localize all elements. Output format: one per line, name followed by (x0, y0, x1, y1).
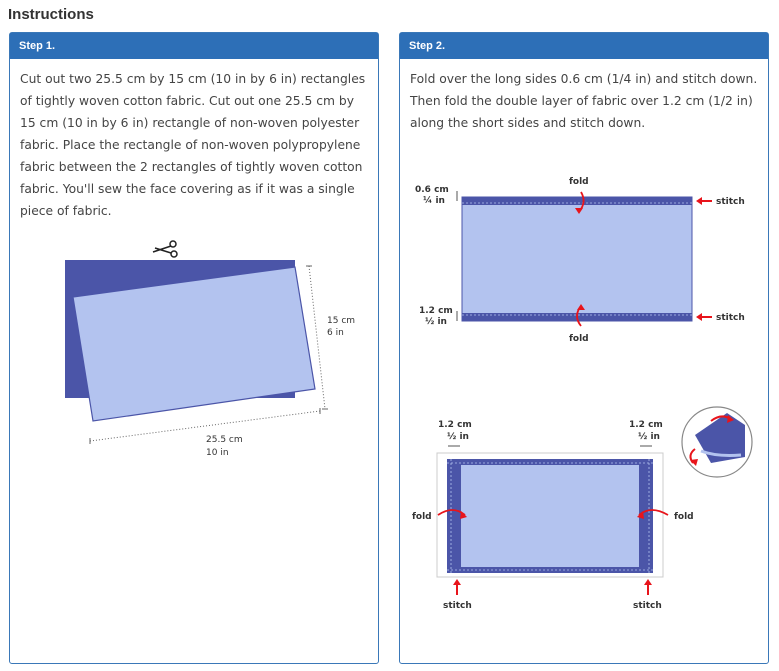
width-in-label: 10 in (206, 448, 229, 458)
fold-left-label: fold (412, 512, 432, 522)
right-dim-in-label: ½ in (638, 431, 660, 442)
step-2-top-figure: fold 0.6 cm ¼ in fold 1.2 cm ½ in stitch… (415, 177, 745, 344)
stitch-left-label: stitch (443, 601, 472, 611)
page-title: Instructions (8, 6, 94, 23)
fold-detail-icon (681, 406, 753, 478)
stitch-right-label: stitch (633, 601, 662, 611)
step-1-text: Cut out two 25.5 cm by 15 cm (10 in by 6… (20, 72, 366, 218)
fold-bottom-label: fold (569, 334, 589, 344)
top-hem (462, 197, 692, 205)
bottom-dim-cm-label: 1.2 cm (419, 306, 453, 316)
fold-top-label: fold (569, 177, 589, 187)
fabric-center (461, 465, 639, 567)
step-2-title: Step 2. (400, 33, 768, 59)
step-2-text: Fold over the long sides 0.6 cm (1/4 in)… (410, 72, 758, 130)
left-dim-cm-label: 1.2 cm (438, 420, 472, 430)
stitch-bottom-label: stitch (716, 313, 745, 323)
right-dim-cm-label: 1.2 cm (629, 420, 663, 430)
bottom-dim-in-label: ½ in (425, 316, 447, 327)
scissors-icon (152, 240, 178, 258)
width-cm-label: 25.5 cm (206, 435, 243, 445)
height-cm-label: 15 cm (327, 316, 355, 326)
height-in-label: 6 in (327, 328, 344, 338)
fabric-body (461, 196, 693, 322)
step-1-title: Step 1. (10, 33, 378, 59)
top-dim-cm-label: 0.6 cm (415, 185, 449, 195)
top-dim-in-label: ¼ in (423, 195, 445, 206)
front-fabric (72, 266, 316, 422)
left-dim-in-label: ½ in (447, 431, 469, 442)
stitch-top-label: stitch (716, 197, 745, 207)
step-1-figure: 15 cm 6 in 25.5 cm 10 in (65, 240, 355, 458)
step-1-panel: Step 1. Cut out two 25.5 cm by 15 cm (10… (9, 32, 379, 664)
fold-right-label: fold (674, 512, 694, 522)
step-2-bottom-figure: 1.2 cm ½ in 1.2 cm ½ in fold fold stitch… (412, 406, 753, 611)
